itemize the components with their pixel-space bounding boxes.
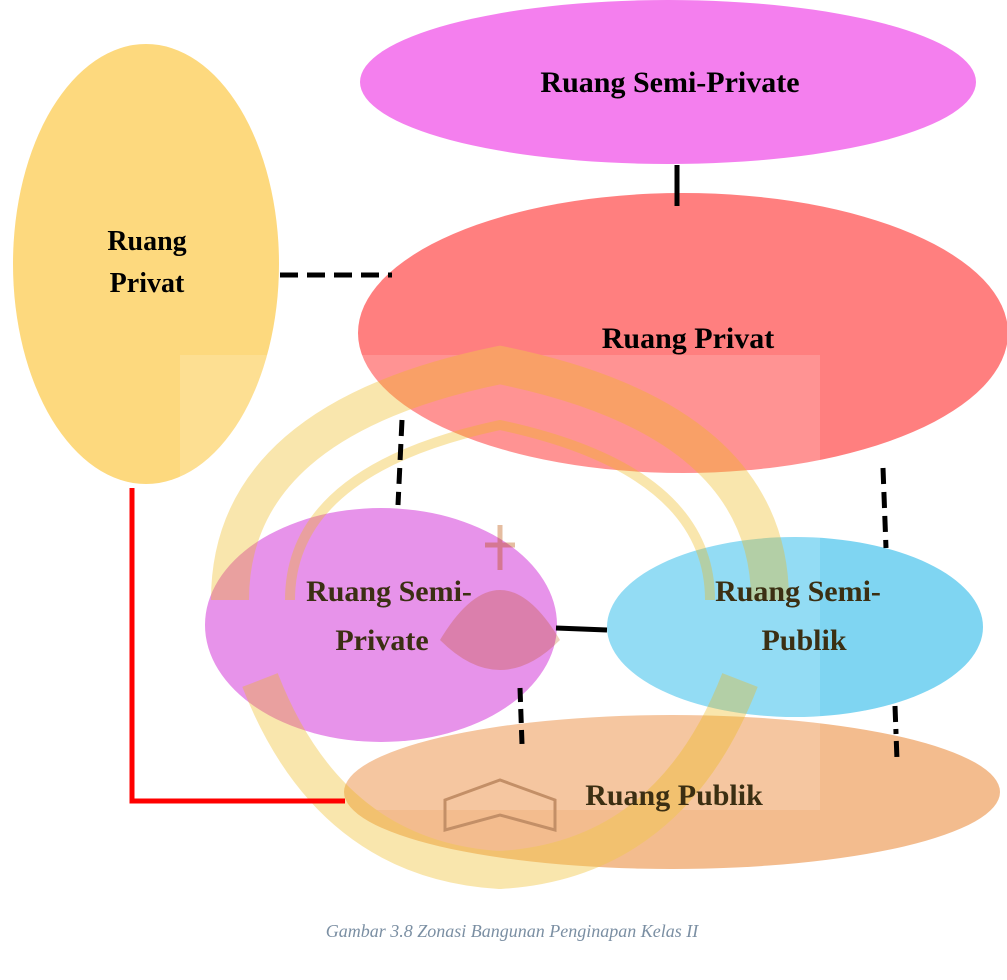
label-top-semi-private: Ruang Semi-Private (540, 66, 799, 99)
node-left-privat (13, 44, 279, 484)
watermark-seal (180, 345, 820, 890)
connector-center-to-semi-publik (880, 467, 889, 549)
connector-center-to-semi-private (395, 419, 405, 506)
label-semi-publik-line1: Ruang Semi- (715, 575, 881, 608)
label-center-privat: Ruang Privat (602, 322, 775, 355)
label-semi-publik-line2: Publik (761, 624, 846, 657)
connector-semi-private-to-semi-publik (555, 625, 608, 633)
connector-left-to-publik (129, 488, 345, 804)
node-semi-private-lower (205, 508, 557, 742)
label-left-privat-line1: Ruang (107, 226, 186, 257)
node-center-privat (358, 193, 1007, 473)
label-publik: Ruang Publik (585, 779, 763, 812)
node-top-semi-private (360, 0, 976, 164)
label-semi-private-lower-line2: Private (335, 624, 428, 657)
node-publik (344, 715, 1000, 869)
node-semi-publik (607, 537, 983, 717)
label-left-privat-line2: Privat (110, 268, 185, 299)
connector-semi-private-to-publik (517, 687, 525, 745)
label-semi-private-lower-line1: Ruang Semi- (306, 575, 472, 608)
connector-semi-publik-to-publik (892, 705, 900, 761)
figure-caption: Gambar 3.8 Zonasi Bangunan Penginapan Ke… (326, 921, 699, 941)
